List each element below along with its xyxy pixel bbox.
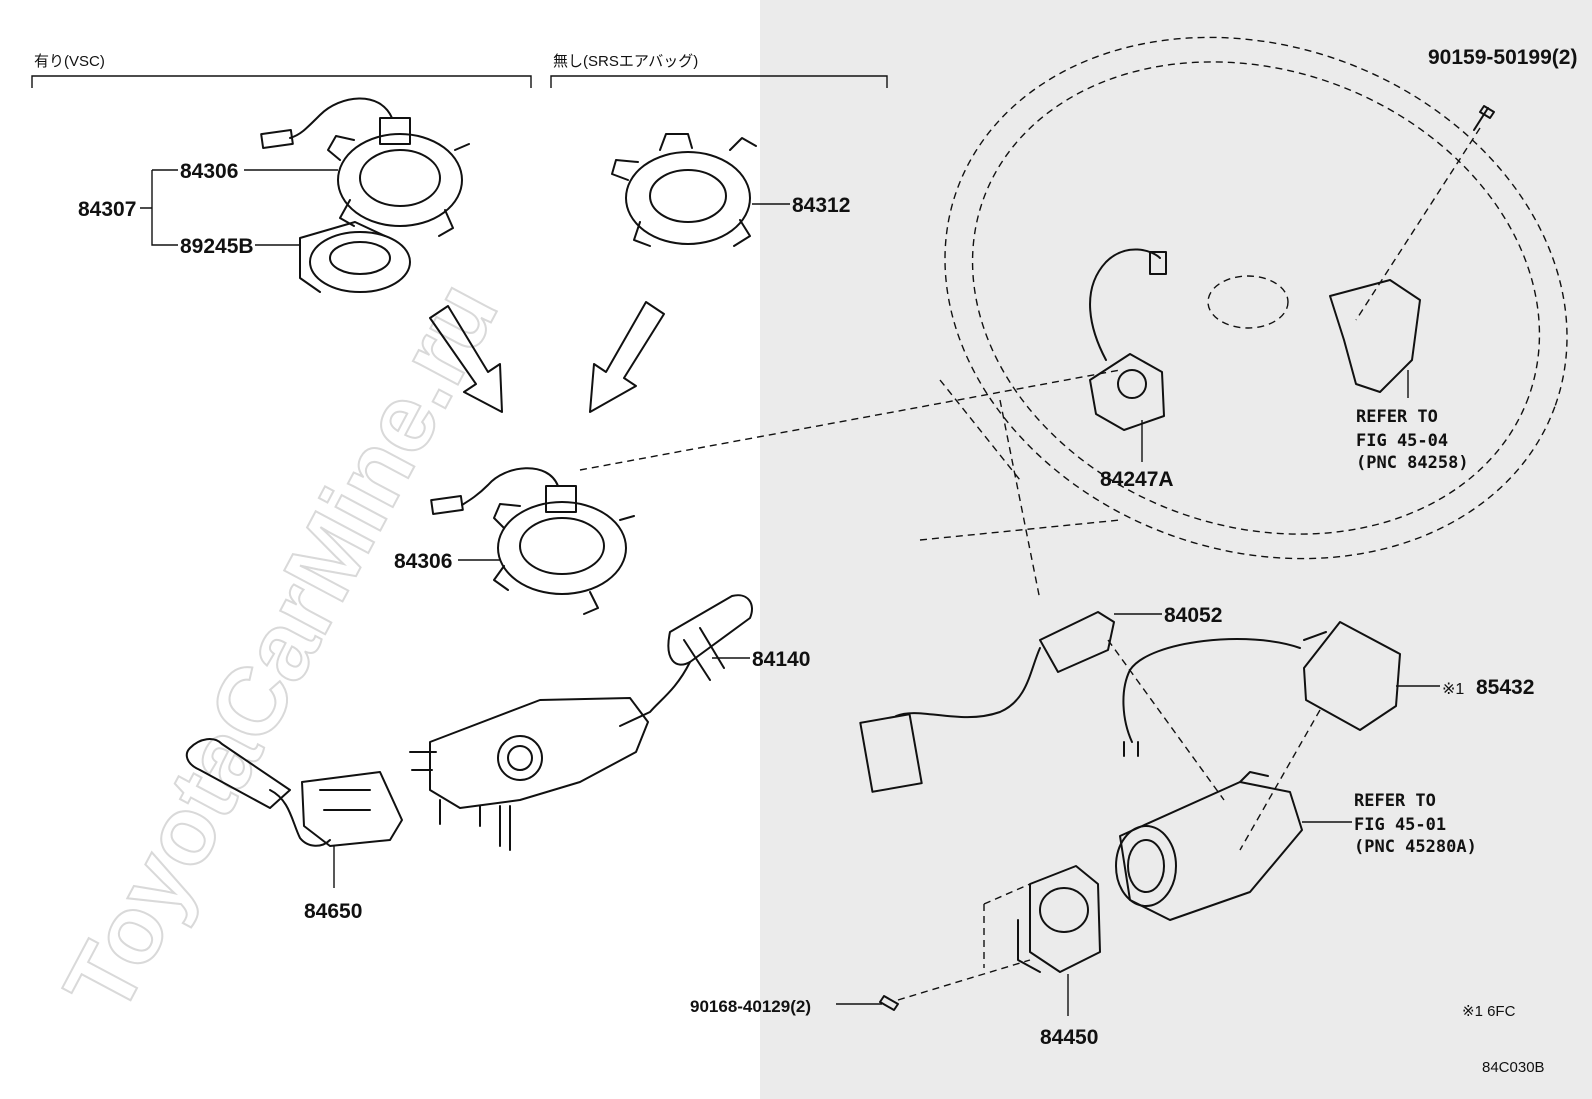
- unit-85432: [1122, 621, 1440, 851]
- label-84307: 84307: [78, 198, 136, 221]
- ref2-line3: (PNC 45280A): [1354, 837, 1477, 857]
- sensor-89245B: [299, 221, 411, 293]
- label-90168-40129: 90168-40129(2): [690, 997, 811, 1016]
- label-84052: 84052: [1164, 604, 1222, 627]
- ref1-line1: REFER TO: [1356, 407, 1438, 427]
- spiral-cable-84312: [611, 133, 790, 247]
- label-84312: 84312: [792, 194, 850, 217]
- label-85432-mark: ※1: [1442, 681, 1464, 698]
- ref2-line1: REFER TO: [1354, 791, 1436, 811]
- ref1-line3: (PNC 84258): [1356, 453, 1469, 473]
- group-label-no-srs: 無し(SRSエアバッグ): [553, 53, 698, 70]
- arrow-right: [589, 301, 665, 413]
- ignition-lock-housing: [1115, 771, 1352, 921]
- wiper-switch-84650: [185, 738, 403, 888]
- label-90159-50199: 90159-50199(2): [1428, 46, 1577, 69]
- label-84140: 84140: [752, 648, 810, 671]
- group-bracket-vsc: 有り(VSC): [31, 53, 532, 88]
- group-bracket-no-srs: 無し(SRSエアバッグ): [550, 53, 888, 88]
- label-84247A: 84247A: [1100, 468, 1174, 491]
- label-84650: 84650: [304, 900, 362, 923]
- shaded-panel: [760, 0, 1592, 1099]
- label-89245B: 89245B: [180, 235, 254, 258]
- ref2-line2: FIG 45-01: [1354, 815, 1446, 835]
- label-84306-top: 84306: [180, 160, 238, 183]
- figure-code: 84C030B: [1482, 1059, 1545, 1076]
- label-84306-mid: 84306: [394, 550, 452, 573]
- ref1-line2: FIG 45-04: [1356, 431, 1448, 451]
- steering-wheel: [919, 36, 1568, 601]
- footnote: ※1 6FC: [1462, 1003, 1516, 1020]
- combination-switch-84140: [409, 594, 753, 851]
- spiral-cable-84306-top: [260, 97, 470, 237]
- group-label-vsc: 有り(VSC): [34, 53, 105, 70]
- dashed-link-mid-to-wheel: [579, 369, 1121, 471]
- switch-84450: [836, 865, 1101, 1016]
- leaders-top-left: [140, 169, 338, 246]
- arrow-left: [429, 305, 503, 413]
- watermark: ToyotaCarMine.ru: [44, 265, 518, 1030]
- bolt-90159: [1355, 105, 1495, 321]
- label-85432: 85432: [1476, 676, 1534, 699]
- spiral-cable-84306-mid: [430, 467, 635, 615]
- harness-84052: [859, 611, 1225, 801]
- label-84450: 84450: [1040, 1026, 1098, 1049]
